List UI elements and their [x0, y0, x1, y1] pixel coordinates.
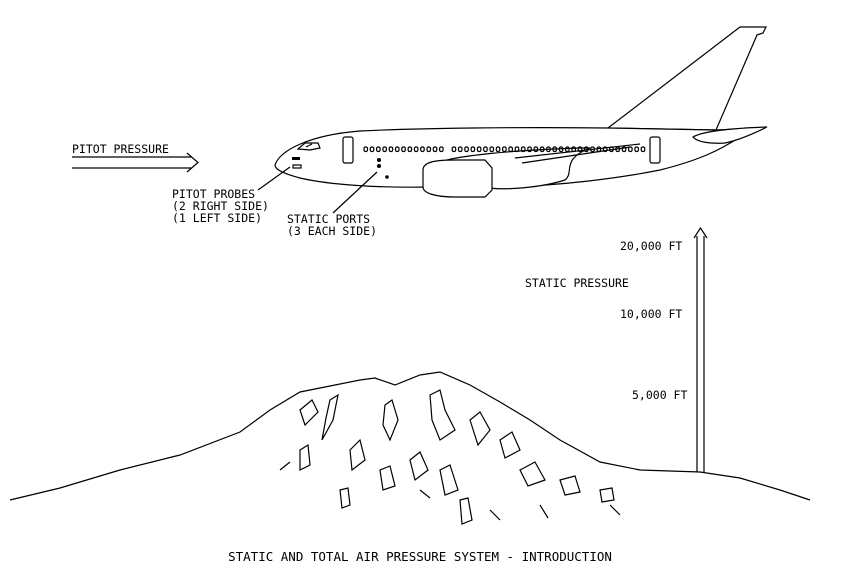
cabin-window: [520, 146, 526, 153]
cabin-window: [376, 146, 381, 153]
cabin-window: [401, 146, 406, 153]
static-pressure-label: STATIC PRESSURE: [525, 276, 629, 290]
pitot-pressure-label: PITOT PRESSURE: [72, 142, 169, 156]
pitot-pressure-arrow: [72, 152, 199, 173]
cabin-window: [583, 146, 589, 153]
static-ports-label: STATIC PORTS: [287, 212, 370, 226]
cabin-window: [615, 146, 621, 153]
cabin-window: [388, 146, 394, 153]
cabin-window: [394, 146, 400, 153]
cabin-window: [564, 146, 570, 153]
cabin-window: [533, 146, 539, 153]
altitude-10000: 10,000 FT: [620, 307, 682, 321]
cabin-window: [457, 146, 463, 153]
cabin-window: [609, 146, 614, 153]
cabin-window: [476, 146, 482, 153]
cabin-window: [539, 146, 545, 153]
cabin-window: [464, 146, 469, 153]
cabin-window: [382, 146, 387, 153]
cabin-window: [489, 146, 495, 153]
airplane-illustration: [274, 26, 768, 198]
cabin-window: [627, 146, 633, 153]
cabin-window: [508, 146, 513, 153]
cabin-window: [502, 146, 507, 153]
cabin-window: [546, 146, 551, 153]
cabin-window: [558, 146, 564, 153]
static-ports-count: (3 EACH SIDE): [287, 224, 377, 238]
cabin-window: [432, 146, 438, 153]
cabin-window: [426, 146, 432, 153]
cabin-window: [483, 146, 488, 153]
cabin-window: [571, 146, 577, 153]
pitot-probes-label: PITOT PROBES: [172, 187, 255, 201]
cabin-window: [413, 146, 419, 153]
cabin-window: [363, 146, 369, 153]
cabin-window: [527, 146, 532, 153]
cabin-window: [552, 146, 558, 153]
static-ports-leader: [332, 171, 378, 214]
cabin-window: [439, 146, 444, 153]
pitot-probes-right: (2 RIGHT SIDE): [172, 199, 269, 213]
cabin-window: [634, 146, 640, 153]
pitot-probes-leader: [257, 166, 291, 191]
cabin-window: [420, 146, 425, 153]
cabin-window: [602, 146, 608, 153]
cabin-window: [470, 146, 476, 153]
altitude-5000: 5,000 FT: [632, 388, 687, 402]
cabin-window: [369, 146, 375, 153]
cabin-window: [495, 146, 501, 153]
cabin-window: [514, 146, 520, 153]
cabin-window: [407, 146, 413, 153]
cabin-window: [621, 146, 627, 153]
cabin-window: [640, 146, 646, 153]
altitude-20000: 20,000 FT: [620, 239, 682, 253]
cabin-window: [596, 146, 602, 153]
diagram-title: STATIC AND TOTAL AIR PRESSURE SYSTEM - I…: [228, 549, 612, 564]
cabin-window: [577, 146, 583, 153]
cabin-window: [451, 146, 457, 153]
mountain-illustration: [9, 371, 811, 525]
cabin-window: [590, 146, 595, 153]
pitot-probes-left: (1 LEFT SIDE): [172, 211, 262, 225]
static-pressure-altitude-arrow: [693, 226, 708, 472]
